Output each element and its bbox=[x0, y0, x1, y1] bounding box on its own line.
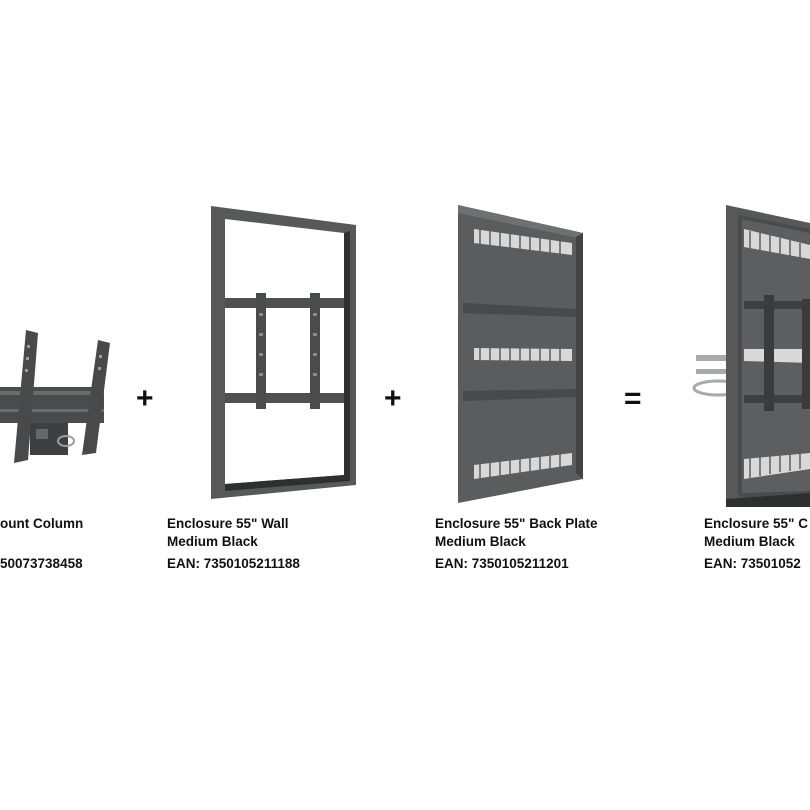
plus-sign: + bbox=[384, 382, 402, 415]
product-name: ount Column bbox=[0, 516, 84, 531]
product-ean: EAN: 73501052 bbox=[704, 556, 801, 571]
vent-slots-top bbox=[474, 229, 572, 255]
enclosure-back-plate-image bbox=[458, 205, 583, 503]
product-name: Enclosure 55" Wall bbox=[167, 516, 289, 531]
product-ean: EAN: 7350105211201 bbox=[435, 556, 569, 571]
product-ean: EAN: 7350105211188 bbox=[167, 556, 300, 571]
product-name: Enclosure 55" Back Plate bbox=[435, 516, 598, 531]
product-variant: Medium Black bbox=[167, 534, 258, 549]
enclosure-wall-image bbox=[211, 206, 356, 499]
vent-slots-bottom bbox=[474, 453, 572, 479]
product-variant: Medium Black bbox=[435, 534, 526, 549]
mount-column-image bbox=[0, 330, 110, 463]
equals-sign: = bbox=[624, 382, 642, 415]
product-variant bbox=[0, 533, 83, 551]
vent-slots-middle bbox=[474, 348, 572, 361]
product-variant: Medium Black bbox=[704, 534, 795, 549]
enclosure-complete-image bbox=[692, 205, 810, 507]
product-name: Enclosure 55" C bbox=[704, 516, 808, 531]
plus-sign: + bbox=[136, 382, 154, 415]
product-label-enclosure-back-plate: Enclosure 55" Back Plate Medium Black EA… bbox=[435, 515, 597, 573]
product-ean: 50073738458 bbox=[0, 556, 83, 571]
product-label-mount-column: ount Column 50073738458 bbox=[0, 515, 83, 573]
product-label-enclosure-complete: Enclosure 55" C Medium Black EAN: 735010… bbox=[704, 515, 808, 573]
product-label-enclosure-wall: Enclosure 55" Wall Medium Black EAN: 735… bbox=[167, 515, 300, 573]
